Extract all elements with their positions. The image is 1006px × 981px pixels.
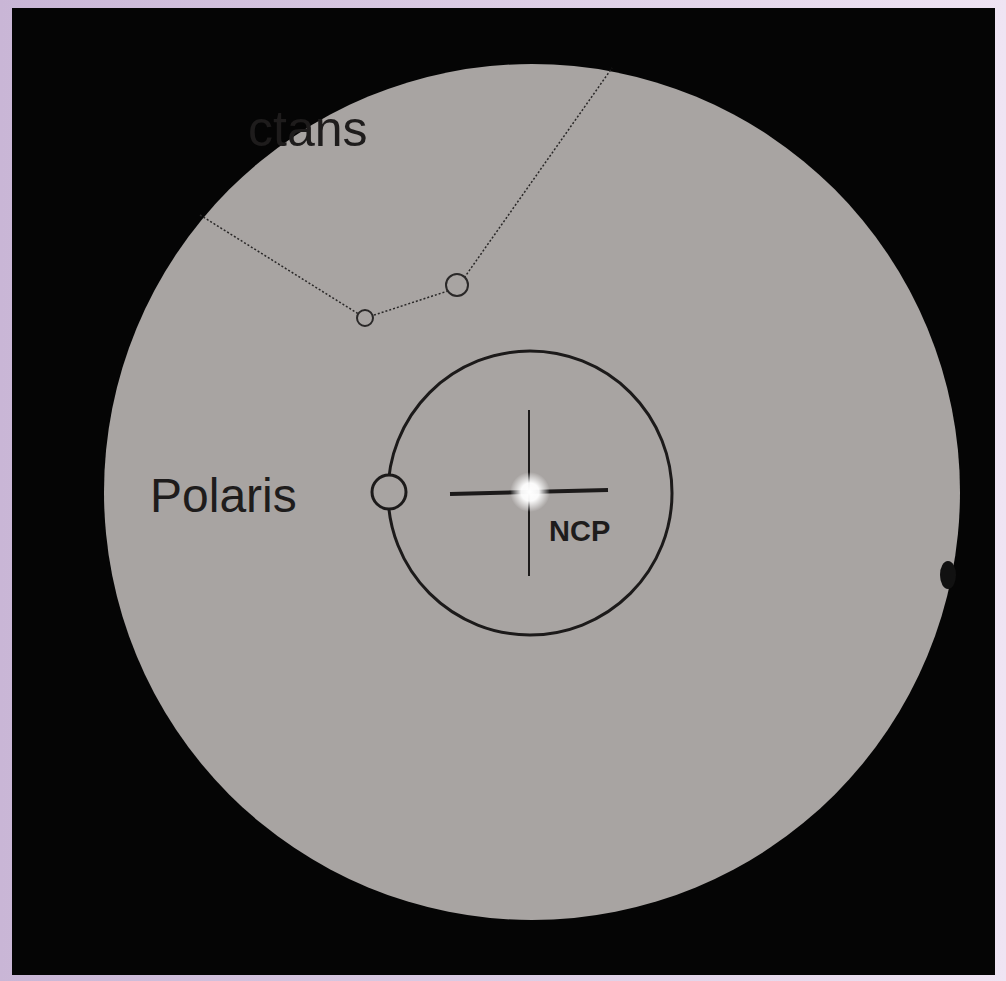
star-marker [446, 274, 468, 296]
star-marker [357, 310, 373, 326]
eyepiece-background [12, 8, 995, 975]
polaris-orbit-circle [388, 351, 672, 635]
constellation-name: ctans [248, 104, 368, 154]
edge-mark [940, 561, 956, 589]
polaris-marker [372, 475, 406, 509]
star-glow [510, 472, 550, 512]
pole-label: NCP [549, 517, 610, 546]
field-of-view [104, 64, 960, 920]
constellation-line [200, 68, 612, 318]
star-name: Polaris [150, 472, 297, 520]
